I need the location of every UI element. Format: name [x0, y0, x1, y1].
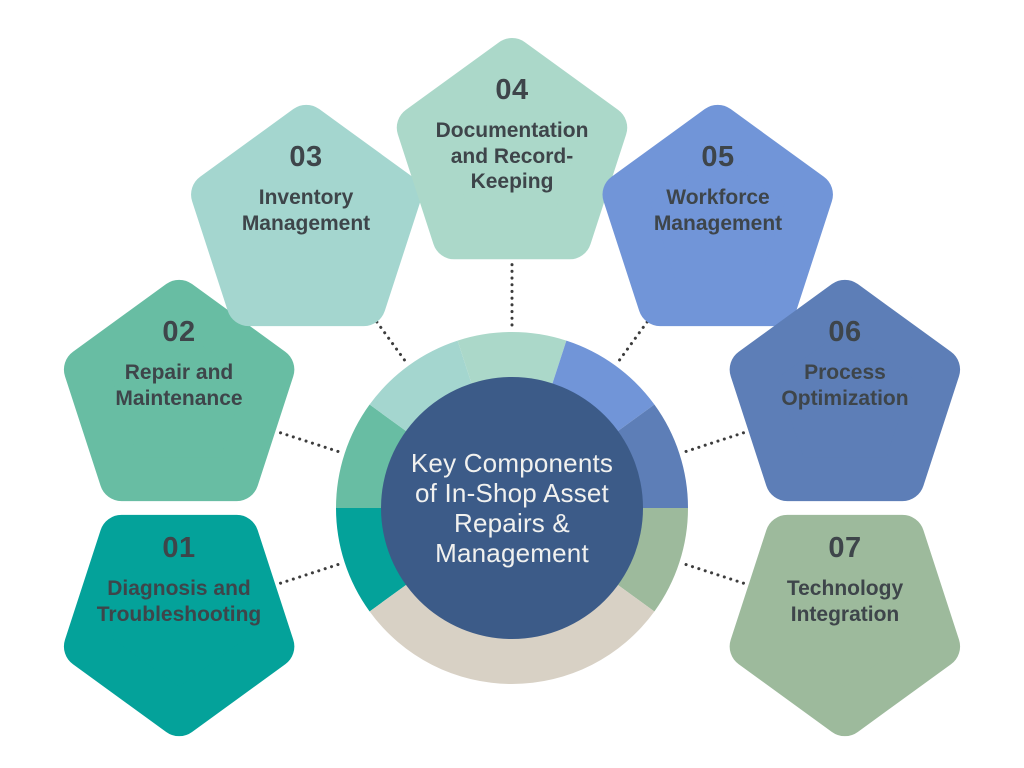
- ring-segment-01: [336, 508, 409, 612]
- ring-segment-05: [551, 340, 655, 433]
- step-number: 04: [495, 74, 529, 106]
- center-circle: [381, 377, 643, 639]
- pentagon-repair-and-maintenance: 02 Repair and Maintenance: [63, 316, 295, 411]
- ring-segment-04: [457, 332, 567, 387]
- step-label: Process Optimization: [781, 361, 909, 410]
- step-number: 06: [828, 316, 862, 348]
- step-label: Documentation and Record- Keeping: [435, 119, 589, 194]
- step-number: 07: [828, 532, 862, 564]
- step-number: 02: [162, 316, 196, 348]
- pentagon-technology-integration: 07 Technology Integration: [729, 532, 961, 627]
- connector-line-02: [274, 429, 340, 453]
- pentagon-shape-05: [602, 104, 833, 327]
- pentagon-shape-03: [191, 104, 422, 327]
- ring-segment-07: [615, 508, 688, 612]
- ring-segment-06: [615, 404, 688, 508]
- connector-line-01: [274, 563, 340, 587]
- step-number: 05: [701, 141, 735, 173]
- step-label: Repair and Maintenance: [115, 361, 243, 410]
- step-number: 01: [162, 532, 196, 564]
- pentagon-process-optimization: 06 Process Optimization: [729, 316, 961, 411]
- step-label: Workforce Management: [653, 186, 783, 235]
- step-label: Diagnosis and Troubleshooting: [96, 577, 262, 626]
- ring-segment-filler: [369, 583, 655, 685]
- ring-segment-02: [336, 404, 409, 508]
- center-title: Key Components of In-Shop Asset Repairs …: [410, 447, 614, 569]
- connector-line-06: [684, 429, 750, 453]
- pentagon-shape-04: [396, 38, 628, 260]
- step-number: 03: [289, 141, 323, 173]
- pentagon-diagnosis-and-troubleshooting: 01 Diagnosis and Troubleshooting: [63, 532, 295, 627]
- step-label: Technology Integration: [786, 577, 904, 626]
- step-label: Inventory Management: [241, 186, 371, 235]
- pentagon-shape-01: [63, 514, 295, 737]
- pentagon-documentation-and-record-keeping: 04 Documentation and Record- Keeping: [396, 74, 628, 195]
- connector-line-07: [684, 563, 750, 587]
- pentagon-shape-02: [63, 279, 295, 502]
- pentagon-shape-06: [729, 279, 961, 502]
- pentagon-workforce-management: 05 Workforce Management: [602, 141, 834, 236]
- ring-segment-03: [369, 340, 473, 433]
- pentagon-shape-07: [729, 514, 961, 737]
- pentagon-inventory-management: 03 Inventory Management: [190, 141, 422, 236]
